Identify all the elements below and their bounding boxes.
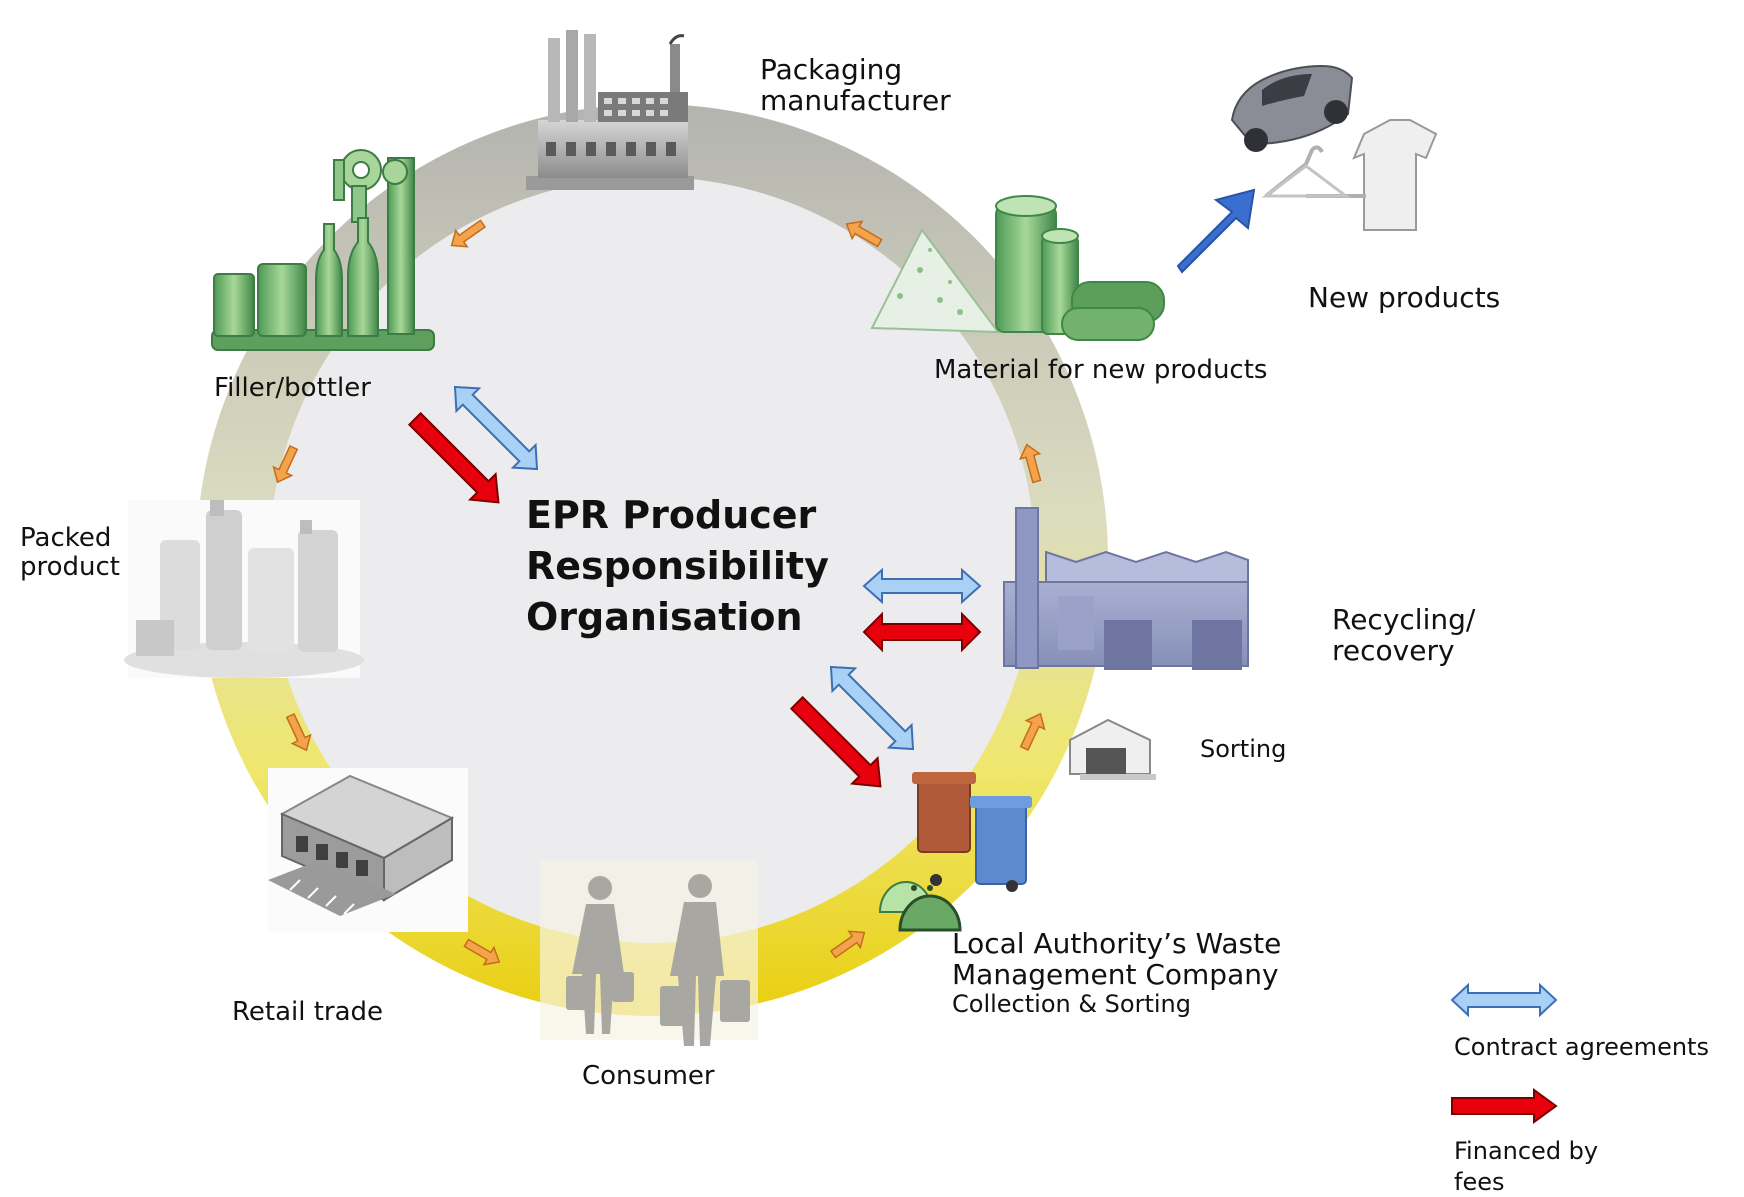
label-line: recovery xyxy=(1332,634,1455,668)
flow-arrow xyxy=(450,219,487,248)
recycling-plant-icon xyxy=(1003,507,1249,670)
flow-arrow xyxy=(272,444,299,484)
center-title-line: Responsibility xyxy=(526,543,829,588)
center-title: EPR Producer Responsibility Organisation xyxy=(526,490,829,643)
recycling-label: Recycling/ recovery xyxy=(1332,604,1475,667)
label-line: Management Company xyxy=(952,958,1279,992)
new-products-label: New products xyxy=(1308,281,1501,314)
label-line: Recycling/ xyxy=(1332,603,1476,636)
sorting-shed-icon xyxy=(1069,718,1156,780)
waste-bins-icon xyxy=(878,772,1032,932)
legend-fees-arrow xyxy=(1451,1088,1558,1124)
packaging-manufacturer-label: Packaging manufacturer xyxy=(760,54,951,117)
flow-arrow xyxy=(1018,443,1042,484)
fee-arrows xyxy=(407,411,982,788)
label-line: fees xyxy=(1454,1167,1505,1196)
blue-flow-arrow xyxy=(1176,188,1256,274)
factory-icon xyxy=(526,30,694,190)
center-title-line: Organisation xyxy=(526,594,803,639)
contract-arrow-filler xyxy=(453,385,539,471)
flow-arrow xyxy=(829,930,866,959)
flow-arrows xyxy=(272,219,1046,966)
label-line: Local Authority’s Waste xyxy=(952,927,1282,960)
label-line: product xyxy=(20,552,121,583)
label-line: Packed xyxy=(20,523,112,553)
legend-contract-label: Contract agreements xyxy=(1454,1033,1709,1061)
sorting-label: Sorting xyxy=(1200,735,1287,763)
material-icon xyxy=(870,195,1165,341)
filler-bottler-label: Filler/bottler xyxy=(214,373,371,403)
center-title-line: EPR Producer xyxy=(526,493,817,537)
flow-arrow xyxy=(1019,712,1046,752)
fee-arrow-recycling xyxy=(862,611,982,653)
local-authority-label: Local Authority’s Waste Management Compa… xyxy=(952,928,1281,1018)
flow-arrow xyxy=(285,712,312,752)
flow-arrow xyxy=(463,938,501,966)
new-products-icon xyxy=(1230,64,1438,231)
label-line: manufacturer xyxy=(760,84,951,118)
contract-arrow-local-authority xyxy=(829,665,915,751)
flow-arrow xyxy=(845,220,883,248)
consumer-label: Consumer xyxy=(582,1061,715,1091)
material-label: Material for new products xyxy=(934,355,1268,385)
legend-contract-arrow xyxy=(1450,982,1558,1018)
store-icon xyxy=(268,768,468,932)
label-line: Financed by xyxy=(1454,1137,1599,1165)
fee-arrow-local-authority xyxy=(789,695,882,788)
consumers-icon xyxy=(540,860,758,1046)
bottling-icon xyxy=(211,149,435,351)
contract-arrows xyxy=(453,385,982,751)
retail-trade-label: Retail trade xyxy=(232,997,384,1027)
packed-product-label: Packed product xyxy=(20,523,121,583)
contract-arrow-recycling xyxy=(862,567,982,605)
label-line: Collection & Sorting xyxy=(952,989,1191,1018)
packed-product-icon xyxy=(124,500,364,678)
fee-arrow-filler xyxy=(407,411,500,504)
label-line: Packaging xyxy=(760,53,903,86)
